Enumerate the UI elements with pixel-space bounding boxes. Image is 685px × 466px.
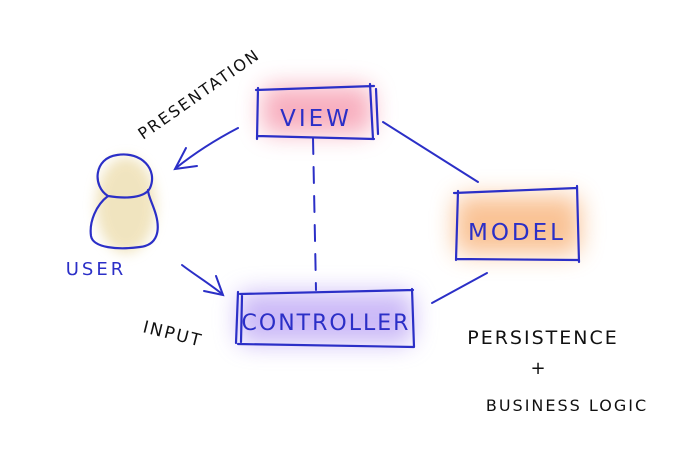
user-head-icon [96, 153, 154, 199]
user-body-icon [89, 188, 159, 250]
user-figure: USER [66, 153, 159, 280]
business-logic-annotation: BUSINESS LOGIC [486, 396, 648, 415]
view-label: VIEW [280, 106, 352, 132]
user-to-controller-arrowhead [203, 275, 225, 297]
view-controller-dashed-link [312, 137, 317, 291]
view-to-user-arrow [175, 127, 239, 169]
input-annotation: INPUT [141, 317, 205, 351]
presentation-annotation: PRESENTATION [134, 45, 263, 143]
user-fill [96, 157, 156, 253]
view-model-link [382, 121, 479, 183]
controller-label: CONTROLLER [242, 311, 411, 336]
user-to-controller-arrow [181, 264, 223, 295]
controller-model-link [431, 272, 488, 304]
persistence-annotation: PERSISTENCE [467, 327, 618, 349]
view-box: VIEW [254, 82, 380, 141]
view-glow [262, 86, 372, 134]
model-label: MODEL [468, 220, 566, 246]
model-box: MODEL [452, 184, 581, 264]
user-label: USER [66, 259, 126, 280]
model-glow [455, 196, 580, 254]
view-to-user-arrowhead [173, 147, 198, 171]
controller-box: CONTROLLER [234, 287, 416, 349]
controller-glow [238, 292, 413, 344]
plus-annotation: + [530, 358, 545, 379]
